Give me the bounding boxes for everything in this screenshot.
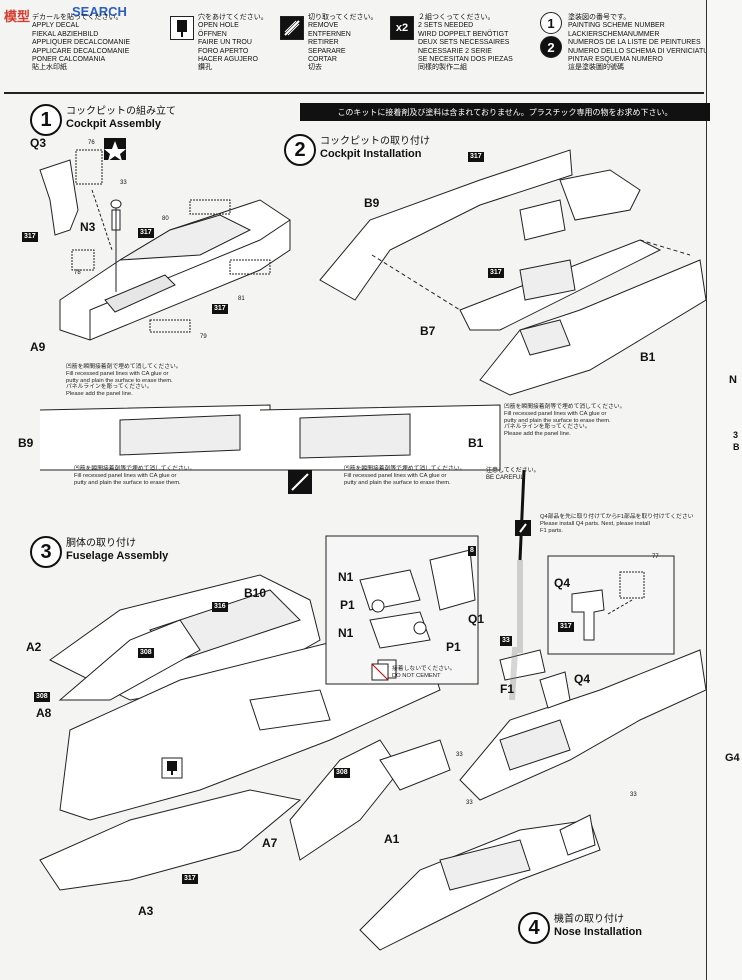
decal-number: 78 bbox=[74, 270, 81, 276]
note-do-not-cement: 接着しないでください。 DO NOT CEMENT bbox=[392, 666, 456, 679]
decal-number: 79 bbox=[200, 334, 207, 340]
x2-icon: x2 bbox=[390, 16, 414, 40]
step-1-number: 1 bbox=[30, 104, 62, 136]
part-b9-mid: B9 bbox=[18, 436, 34, 450]
paint-badge-8: 8 bbox=[468, 546, 476, 556]
careful-icon bbox=[515, 520, 531, 536]
part-q1: Q1 bbox=[468, 612, 485, 626]
part-n1-a: N1 bbox=[338, 570, 354, 584]
step-4-title: 機首の取り付け Nose Installation bbox=[554, 914, 643, 938]
legend-decal: デカールを貼ってください。 APPLY DECAL FIEKAL ABZIEHB… bbox=[32, 14, 131, 72]
note-install-q4-first: Q4部品を先に取り付けてからF1部品を取り付けてください Please inst… bbox=[540, 514, 694, 534]
no-glue-notice-banner: このキットに接着剤及び塗料は含まれておりません。プラスチック専用の物をお求め下さ… bbox=[300, 103, 710, 121]
open-hole-small-icon bbox=[161, 757, 183, 779]
part-a1: A1 bbox=[384, 832, 400, 846]
part-p1-a: P1 bbox=[340, 598, 355, 612]
paint-badge-317: 317 bbox=[212, 304, 228, 314]
part-q3: Q3 bbox=[30, 136, 47, 150]
star-icon bbox=[104, 138, 126, 161]
adjacent-page-strip: N 3 B G4 bbox=[706, 0, 742, 980]
part-a2: A2 bbox=[26, 640, 42, 654]
step-4-number: 4 bbox=[518, 912, 550, 944]
remove-small-icon bbox=[288, 470, 312, 494]
decal-number: 77 bbox=[652, 554, 659, 560]
part-b9-top: B9 bbox=[364, 196, 380, 210]
part-a7: A7 bbox=[262, 836, 278, 850]
part-q4: Q4 bbox=[574, 672, 591, 686]
note-fill-panel-lines-left-bottom: 凹筋を瞬間接着剤等で埋めて消してください。 Fill recessed pane… bbox=[74, 466, 196, 486]
paint-badge-317: 317 bbox=[558, 622, 574, 632]
part-p1-b: P1 bbox=[446, 640, 461, 654]
painting-scheme-1-icon: 1 bbox=[540, 12, 562, 34]
part-b7: B7 bbox=[420, 324, 436, 338]
do-not-cement-icon bbox=[371, 663, 389, 681]
legend-remove: 切り取ってください。 REMOVE ENTFERNEN RETIRER SEPA… bbox=[308, 14, 378, 72]
paint-badge-317: 317 bbox=[138, 228, 154, 238]
paint-badge-308: 308 bbox=[34, 692, 50, 702]
paint-badge-33: 33 bbox=[500, 636, 512, 646]
legend-x2: ２組つくってください。 2 SETS NEEDED WIRD DOPPELT B… bbox=[418, 14, 513, 72]
decal-number: 76 bbox=[88, 140, 95, 146]
watermark-red: 模型 bbox=[4, 9, 31, 24]
open-hole-icon bbox=[170, 16, 194, 40]
paint-badge-317: 317 bbox=[468, 152, 484, 162]
step-3-number: 3 bbox=[30, 536, 62, 568]
decal-number: 33 bbox=[630, 792, 637, 798]
part-n3: N3 bbox=[80, 220, 96, 234]
part-b1-top: B1 bbox=[640, 350, 656, 364]
decal-number: 33 bbox=[466, 800, 473, 806]
assembly-line-art bbox=[39, 138, 706, 951]
strip-label-3: 3 bbox=[733, 430, 739, 440]
paint-badge-317: 317 bbox=[488, 268, 504, 278]
watermark-blue: SEARCH bbox=[72, 4, 127, 19]
legend-bar: デカールを貼ってください。 APPLY DECAL FIEKAL ABZIEHB… bbox=[4, 4, 718, 94]
note-fill-panel-lines-left: 凹筋を瞬間接着剤で埋めて消してください。 Fill recessed panel… bbox=[66, 364, 182, 398]
note-fill-panel-lines-center: 凹筋を瞬間接着剤等で埋めて消してください。 Fill recessed pane… bbox=[344, 466, 466, 486]
part-n1-b: N1 bbox=[338, 626, 354, 640]
note-fill-panel-lines-right: 凹筋を瞬間接着剤等で埋めて消してください。 Fill recessed pane… bbox=[504, 404, 626, 438]
step-1-title: コックピットの組み立て Cockpit Assembly bbox=[66, 106, 176, 130]
paint-badge-316: 316 bbox=[212, 602, 228, 612]
part-a8: A8 bbox=[36, 706, 52, 720]
legend-painting: 塗装図の番号です。 PAINTING SCHEME NUMBER LACKIER… bbox=[568, 14, 719, 72]
step-3-title: 胴体の取り付け Fuselage Assembly bbox=[66, 538, 169, 562]
paint-badge-317: 317 bbox=[182, 874, 198, 884]
remove-icon bbox=[280, 16, 304, 40]
strip-label-g4: G4 bbox=[725, 752, 740, 764]
painting-scheme-2-icon: 2 bbox=[540, 36, 562, 58]
part-b1-mid: B1 bbox=[468, 436, 484, 450]
step-2-number: 2 bbox=[284, 134, 316, 166]
paint-badge-308: 308 bbox=[138, 648, 154, 658]
strip-label-b: B bbox=[733, 442, 740, 452]
strip-label-n: N bbox=[729, 374, 737, 386]
decal-number: 33 bbox=[456, 752, 463, 758]
legend-open-hole: 穴をあけてください。 OPEN HOLE ÖFFNEN FAIRE UN TRO… bbox=[198, 14, 268, 72]
note-be-careful: 注意してください。 BE CAREFUL bbox=[486, 468, 540, 481]
part-a3: A3 bbox=[138, 904, 154, 918]
decal-number: 80 bbox=[162, 216, 169, 222]
part-a9: A9 bbox=[30, 340, 46, 354]
paint-badge-308: 308 bbox=[334, 768, 350, 778]
watermark: 模型 SEARCH bbox=[0, 0, 170, 24]
part-f1: F1 bbox=[500, 682, 515, 696]
paint-badge-317: 317 bbox=[22, 232, 38, 242]
decal-number: 33 bbox=[120, 180, 127, 186]
step-2-title: コックピットの取り付け Cockpit Installation bbox=[320, 136, 430, 160]
part-b10: B10 bbox=[244, 586, 267, 600]
part-q4-inset: Q4 bbox=[554, 576, 571, 590]
decal-number: 81 bbox=[238, 296, 245, 302]
